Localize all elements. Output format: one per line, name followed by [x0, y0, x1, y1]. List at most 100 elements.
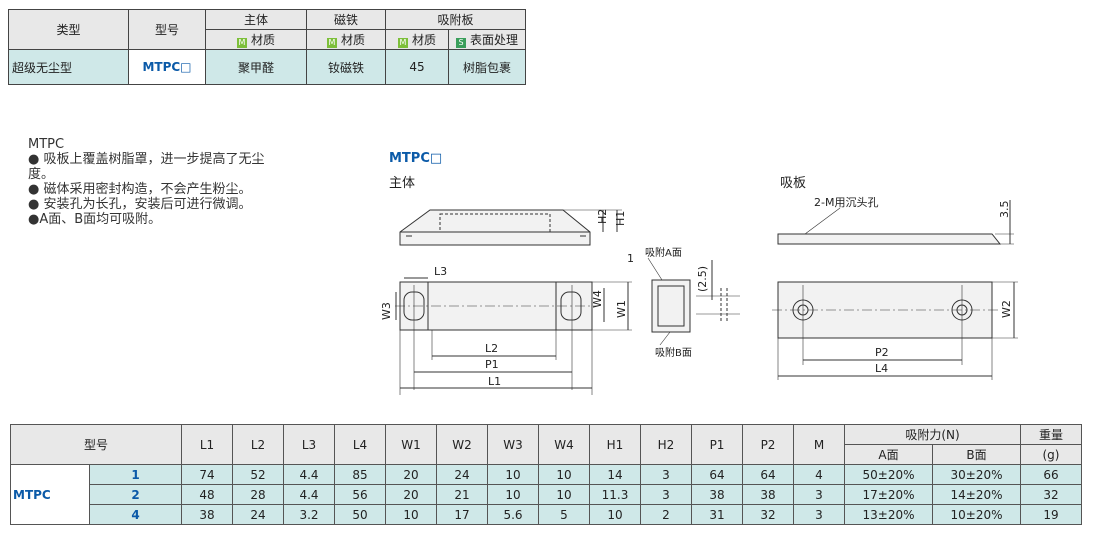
header-force-a: A面	[844, 444, 933, 465]
value-cell: 74	[181, 464, 233, 485]
value-cell: 20	[385, 484, 437, 505]
force-b-cell: 30±20%	[932, 464, 1021, 485]
value-cell: 28	[232, 484, 284, 505]
value-cell: 4	[793, 464, 845, 485]
plate-top-view	[772, 281, 1018, 380]
label-w4: W4	[591, 290, 604, 308]
body-top-view	[395, 277, 632, 395]
value-cell: 5	[538, 504, 590, 525]
header-col: H2	[640, 424, 692, 465]
header-col: L3	[283, 424, 335, 465]
value-cell: 3.2	[283, 504, 335, 525]
header-model: 型号	[128, 9, 206, 50]
value-cell: 85	[334, 464, 386, 485]
header-col: W3	[487, 424, 539, 465]
weight-cell: 32	[1020, 484, 1082, 505]
value-cell: 17	[436, 504, 488, 525]
description-line: ●A面、B面均可吸附。	[28, 212, 162, 227]
value-cell: 10	[538, 484, 590, 505]
force-a-cell: 13±20%	[844, 504, 933, 525]
header-force-b: B面	[932, 444, 1021, 465]
value-cell: 10	[589, 504, 641, 525]
value-cell: 52	[232, 464, 284, 485]
value-cell: 4.4	[283, 464, 335, 485]
label-l2: L2	[485, 342, 498, 355]
label-b-face: 吸附B面	[655, 346, 692, 359]
header-force: 吸附力(N)	[844, 424, 1021, 445]
header-col: L1	[181, 424, 233, 465]
header-col: P1	[691, 424, 743, 465]
description-line: ● 吸板上覆盖树脂罩，进一步提高了无尘度。	[28, 152, 265, 182]
body-material-value: 聚甲醛	[205, 49, 307, 85]
value-cell: 21	[436, 484, 488, 505]
weight-cell: 66	[1020, 464, 1082, 485]
header-magnet: 磁铁	[306, 9, 386, 30]
label-h1: H1	[614, 211, 627, 226]
body-end-view	[647, 257, 740, 346]
label-p1: P1	[485, 358, 499, 371]
value-cell: 4.4	[283, 484, 335, 505]
value-cell: 3	[793, 504, 845, 525]
label-2-5: (2.5)	[696, 266, 709, 292]
header-weight: 重量	[1020, 424, 1082, 445]
label-3-5: 3.5	[998, 201, 1011, 219]
value-cell: 10	[487, 484, 539, 505]
force-b-cell: 14±20%	[932, 484, 1021, 505]
header-col: W4	[538, 424, 590, 465]
weight-cell: 19	[1020, 504, 1082, 525]
value-cell: 10	[487, 464, 539, 485]
value-cell: 38	[181, 504, 233, 525]
description-title: MTPC	[28, 137, 65, 152]
value-cell: 32	[742, 504, 794, 525]
label-hole: 2-M用沉头孔	[814, 196, 878, 209]
type-cell: 2	[89, 484, 182, 505]
value-cell: 2	[640, 504, 692, 525]
value-cell: 3	[640, 464, 692, 485]
value-cell: 38	[691, 484, 743, 505]
model-value: MTPC□	[128, 49, 206, 85]
plate-surface-value: 树脂包裹	[448, 49, 526, 85]
value-cell: 24	[436, 464, 488, 485]
header-body: 主体	[205, 9, 307, 30]
header-col: P2	[742, 424, 794, 465]
type-value: 超级无尘型	[8, 49, 129, 85]
drawing-model-label: MTPC□	[389, 151, 443, 166]
value-cell: 48	[181, 484, 233, 505]
description-line: ● 磁体采用密封构造，不会产生粉尘。	[28, 182, 252, 197]
magnet-material-value: 钕磁铁	[306, 49, 386, 85]
table-row: 2 48 28 4.4 56 20 21 10 10 11.3 3 38 38 …	[11, 484, 1082, 505]
value-cell: 31	[691, 504, 743, 525]
header-plate: 吸附板	[385, 9, 526, 30]
value-cell: 20	[385, 464, 437, 485]
value-cell: 14	[589, 464, 641, 485]
description-line: ● 安装孔为长孔，安装后可进行微调。	[28, 197, 252, 212]
label-w2: W2	[1000, 300, 1013, 318]
material-badge-icon: M	[397, 38, 408, 48]
label-w3: W3	[380, 302, 393, 320]
header-type: 类型	[8, 9, 129, 50]
value-cell: 64	[691, 464, 743, 485]
model-name: MTPC	[10, 464, 90, 525]
header-weight-unit: (g)	[1020, 444, 1082, 465]
header-col: W2	[436, 424, 488, 465]
surface-badge-icon: S	[455, 38, 466, 48]
value-cell: 50	[334, 504, 386, 525]
label-one: 1	[627, 252, 634, 265]
header-col: W1	[385, 424, 437, 465]
value-cell: 10	[385, 504, 437, 525]
label-w1: W1	[615, 300, 628, 318]
header-col: H1	[589, 424, 641, 465]
plate-material-value: 45	[385, 49, 449, 85]
material-badge-icon: M	[326, 38, 337, 48]
header-col: L4	[334, 424, 386, 465]
label-a-face: 吸附A面	[645, 246, 682, 259]
drawing-body-label: 主体	[389, 176, 416, 191]
value-cell: 38	[742, 484, 794, 505]
type-cell: 1	[89, 464, 182, 485]
force-a-cell: 50±20%	[844, 464, 933, 485]
dimension-table: 型号 L1 L2 L3 L4 W1 W2 W3 W4 H1 H2 P1 P2 M…	[10, 424, 1082, 525]
